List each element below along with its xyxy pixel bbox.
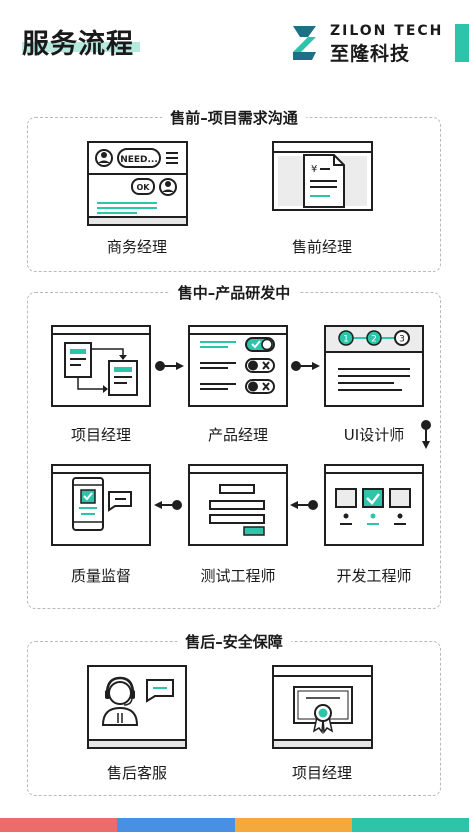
- brand-logo: ZILON TECH 至隆科技: [290, 22, 441, 65]
- node-label: 开发工程师: [336, 567, 412, 585]
- node-label: 质量监督: [70, 567, 131, 585]
- bars-window-icon: [188, 464, 288, 546]
- node-business-manager: NEED... OK: [87, 141, 188, 230]
- step-1-text: 1: [343, 335, 349, 345]
- chat-window-icon: NEED... OK: [87, 141, 188, 226]
- node-product-manager: [188, 325, 288, 411]
- page-title: 服务流程: [22, 22, 140, 61]
- bar-segment-red: [0, 818, 118, 832]
- brand-name-en: ZILON TECH: [330, 23, 444, 39]
- bar-segment-teal: [351, 818, 469, 832]
- section-title: 售中–产品研发中: [169, 282, 299, 303]
- certificate-icon: [272, 665, 373, 749]
- side-tab: [455, 24, 469, 62]
- node-label: 产品经理: [207, 426, 268, 444]
- section-pre-sales: 售前–项目需求沟通: [27, 107, 441, 272]
- section-title: 售后–安全保障: [177, 631, 291, 652]
- bottom-color-bar: [0, 818, 469, 832]
- node-presales-manager: ¥: [272, 141, 373, 215]
- node-label: UI设计师: [343, 426, 405, 444]
- node-label: 售前经理: [291, 238, 352, 256]
- node-tester: [188, 464, 288, 550]
- toggle-list-window-icon: [188, 325, 288, 407]
- phone-window-icon: [51, 464, 151, 546]
- brand-name-cn: 至隆科技: [330, 43, 411, 65]
- bar-segment-orange: [234, 818, 352, 832]
- need-bubble-text: NEED...: [120, 155, 158, 165]
- node-project-manager: [51, 325, 151, 411]
- zilon-logo-icon: [293, 26, 316, 60]
- node-label: 商务经理: [106, 238, 167, 256]
- node-quality-supervision: [51, 464, 151, 550]
- section-in-development: 售中–产品研发中: [27, 282, 441, 609]
- quote-document-icon: ¥: [272, 141, 373, 211]
- yen-text: ¥: [311, 164, 317, 175]
- node-label: 测试工程师: [200, 567, 276, 585]
- node-customer-service: [87, 665, 187, 753]
- bar-segment-blue: [117, 818, 235, 832]
- support-headset-icon: [87, 665, 187, 749]
- node-project-manager-after: [272, 665, 373, 753]
- step-3-text: 3: [399, 335, 405, 345]
- step-2-text: 2: [371, 335, 377, 345]
- flowchart-window-icon: [51, 325, 151, 407]
- node-developer: [324, 464, 424, 550]
- node-label: 项目经理: [291, 764, 352, 782]
- steps-window-icon: 1 2 3: [324, 325, 424, 407]
- section-after-sales: 售后–安全保障: [27, 631, 441, 796]
- node-label: 项目经理: [70, 426, 131, 444]
- section-title: 售前–项目需求沟通: [162, 107, 306, 128]
- node-ui-designer: 1 2 3: [324, 325, 424, 411]
- title-highlight: [22, 42, 140, 52]
- node-label: 售后客服: [106, 764, 167, 782]
- ok-bubble-text: OK: [137, 183, 151, 192]
- checkbox-window-icon: [324, 464, 424, 546]
